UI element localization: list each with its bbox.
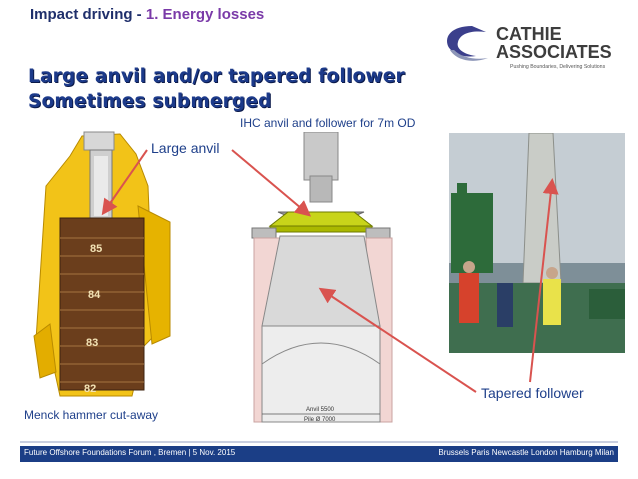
footer-bar: Future Offshore Foundations Forum , Brem…	[20, 446, 618, 462]
logo-tagline: Pushing Boundaries, Delivering Solutions	[510, 64, 606, 70]
scale-label-84: 84	[88, 289, 101, 301]
pile-dimension-label: Pile Ø 7000	[304, 417, 336, 423]
ihc-anvil-caption: IHC anvil and follower for 7m OD	[240, 116, 416, 130]
logo-line2: ASSOCIATES	[496, 42, 612, 62]
logo-swoosh-icon	[447, 26, 486, 57]
headline-line-1: Large anvil and/or tapered follower	[28, 66, 405, 87]
footer-offices-text: Brussels Paris Newcastle London Hamburg …	[438, 448, 614, 457]
cathie-associates-logo: CATHIE ASSOCIATES Pushing Boundaries, De…	[447, 24, 612, 70]
footer-divider	[20, 441, 618, 443]
footer-event-text: Future Offshore Foundations Forum , Brem…	[24, 448, 236, 457]
header-prefix: Impact driving -	[30, 6, 146, 23]
large-anvil-label: Large anvil	[149, 140, 222, 156]
tapered-follower-offshore-photo	[449, 133, 625, 353]
tapered-follower-label: Tapered follower	[481, 385, 584, 401]
logo-line1: CATHIE	[496, 24, 562, 44]
menck-hammer-caption: Menck hammer cut-away	[24, 408, 159, 422]
scale-label-82: 82	[84, 383, 96, 395]
headline-line-2: Sometimes submerged	[28, 91, 272, 112]
ihc-anvil-follower-drawing: Anvil 5500 Pile Ø 7000	[232, 132, 410, 424]
header-highlight: 1. Energy losses	[145, 6, 265, 23]
scale-label-83: 83	[86, 337, 98, 349]
menck-hammer-cutaway-image: 85 84 83 82	[20, 126, 180, 406]
anvil-dimension-label: Anvil 5500	[306, 407, 335, 413]
scale-label-85: 85	[90, 243, 102, 255]
slide-section-header: Impact driving - 1. Energy losses	[30, 6, 264, 23]
